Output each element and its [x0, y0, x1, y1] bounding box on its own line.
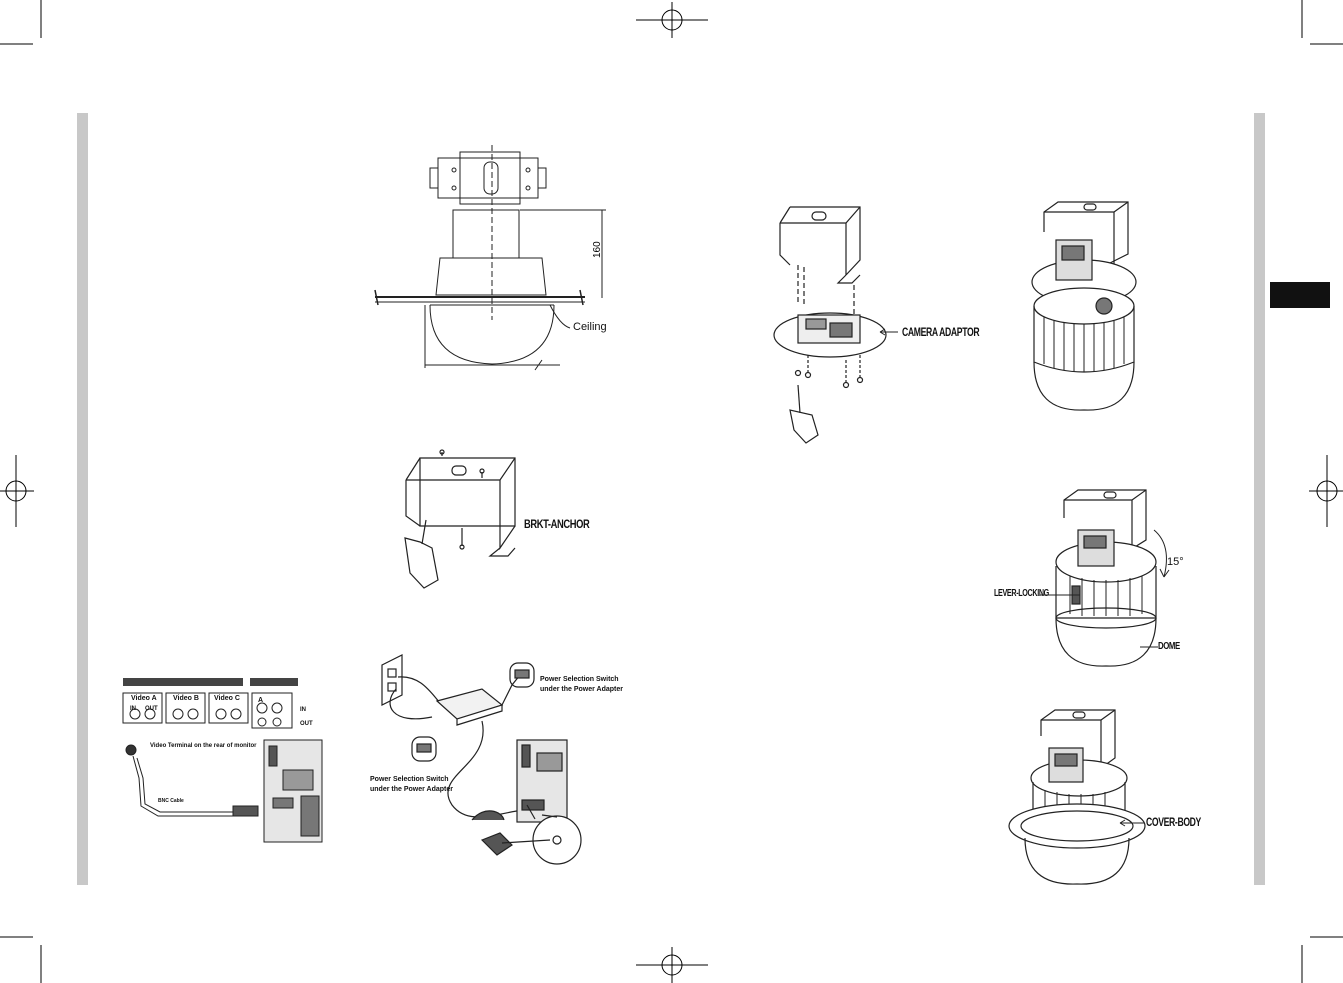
ceiling-label: Ceiling: [573, 321, 607, 333]
bracket-anchor-drawing: [404, 449, 516, 589]
right-page-gutter: [1254, 113, 1265, 885]
switch-label-top-2: under the Power Adapter: [540, 686, 623, 693]
camera-adaptor-label: CAMERA ADAPTOR: [902, 325, 980, 339]
camera-adaptor-arrow: [879, 328, 898, 336]
assembled-dome-drawing-1: [1031, 201, 1137, 411]
terminal-in-label: IN: [130, 706, 136, 712]
bnc-cable-label: BNC Cable: [158, 798, 184, 804]
height-dimension: 160: [592, 241, 603, 258]
dome-label: DOME: [1158, 641, 1180, 652]
bracket-anchor-label: BRKT-ANCHOR: [524, 517, 590, 531]
terminal-out-label: OUT: [145, 706, 158, 712]
switch-label-left-2: under the Power Adapter: [370, 786, 453, 793]
rotation-arrow: [1153, 529, 1170, 578]
camera-adaptor-drawing: [773, 206, 887, 444]
section-tab: [1270, 282, 1330, 308]
video-tab-b: Video B: [173, 695, 199, 702]
rotation-angle-label: 15°: [1167, 556, 1184, 568]
side-in-label: IN: [300, 707, 306, 713]
video-tab-a: Video A: [131, 695, 157, 702]
lever-locking-label: LEVER-LOCKING: [994, 588, 1049, 599]
video-connection-drawing: [122, 678, 323, 843]
power-connection-drawing: [381, 654, 582, 865]
switch-label-left-1: Power Selection Switch: [370, 776, 449, 783]
lever-locking-drawing: [1055, 489, 1157, 667]
side-out-label: OUT: [300, 721, 313, 727]
left-page-gutter: [77, 113, 88, 885]
cover-body-label: COVER-BODY: [1146, 815, 1201, 829]
side-a-label: A: [258, 697, 264, 704]
terminal-caption: Video Terminal on the rear of monitor: [150, 743, 257, 749]
dome-dimension-drawing: 160: [374, 145, 606, 371]
cover-body-arrow: [1119, 819, 1144, 827]
cover-body-drawing: [1008, 709, 1146, 885]
lever-leader-line: [1040, 594, 1080, 596]
dome-leader-line: [1140, 646, 1158, 648]
switch-label-top-1: Power Selection Switch: [540, 676, 619, 683]
video-tab-c: Video C: [214, 695, 240, 702]
